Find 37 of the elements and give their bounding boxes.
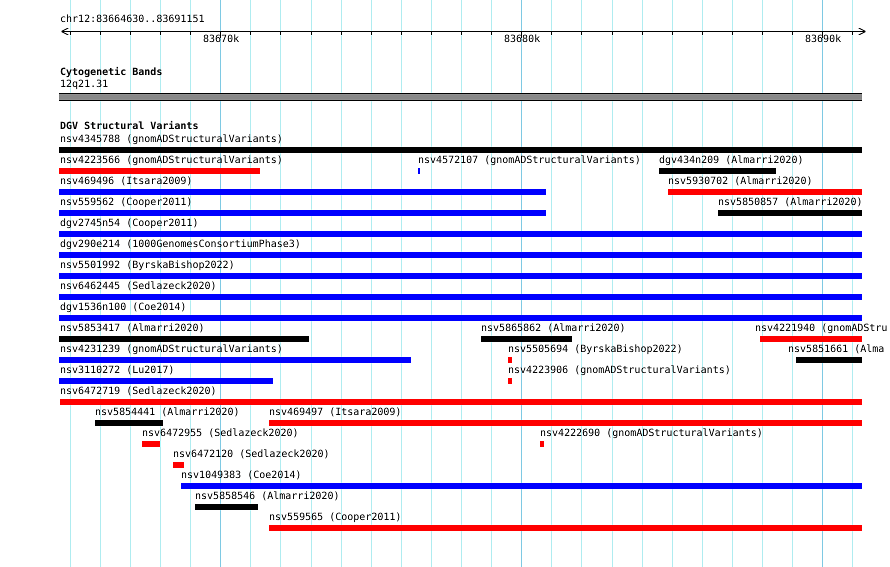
- variant-label: nsv4345788 (gnomADStructuralVariants): [60, 134, 283, 146]
- band-label: 12q21.31: [60, 79, 108, 91]
- location-label: chr12:83664630..83691151: [60, 14, 204, 26]
- variant-label: nsv4222690 (gnomADStructuralVariants): [540, 428, 763, 440]
- variant-label: nsv6472120 (Sedlazeck2020): [173, 449, 330, 461]
- variant-label: nsv6462445 (Sedlazeck2020): [60, 281, 217, 293]
- variant-label: nsv4572107 (gnomADStructuralVariants): [418, 155, 641, 167]
- variant-label: nsv4223906 (gnomADStructuralVariants): [508, 365, 731, 377]
- variant-label: nsv5930702 (Almarri2020): [668, 176, 812, 188]
- variant-label: nsv469497 (Itsara2009): [269, 407, 402, 419]
- variant-label: nsv5853417 (Almarri2020): [60, 323, 204, 335]
- tick-label: 83680k: [504, 34, 540, 46]
- variant-label: nsv5850857 (Almarri2020): [718, 197, 862, 209]
- variant-label: dgv290e214 (1000GenomesConsortiumPhase3): [60, 239, 301, 251]
- variant-label: nsv559565 (Cooper2011): [269, 512, 402, 524]
- variant-label: nsv1049383 (Coe2014): [181, 470, 302, 482]
- variant-label: dgv2745n54 (Cooper2011): [60, 218, 198, 230]
- variant-label: nsv6472719 (Sedlazeck2020): [60, 386, 217, 398]
- tick-label: 83690k: [805, 34, 842, 46]
- variant-label: nsv3110272 (Lu2017): [60, 365, 174, 377]
- variant-label: nsv5501992 (ByrskaBishop2022): [60, 260, 235, 272]
- variant-label: nsv5505694 (ByrskaBishop2022): [508, 344, 683, 356]
- variant-label: dgv434n209 (Almarri2020): [659, 155, 804, 167]
- track-title: DGV Structural Variants: [60, 121, 198, 133]
- tick-label: 83670k: [203, 34, 240, 46]
- variant-label: nsv559562 (Cooper2011): [60, 197, 192, 209]
- variant-label: nsv4223566 (gnomADStructuralVariants): [60, 155, 283, 167]
- variant-label: nsv5858546 (Almarri2020): [195, 491, 340, 503]
- variant-label: nsv469496 (Itsara2009): [60, 176, 192, 188]
- variant-label: nsv5851661 (Alma: [788, 344, 884, 356]
- variant-label: nsv4231239 (gnomADStructuralVariants): [60, 344, 283, 356]
- track-title: Cytogenetic Bands: [60, 67, 162, 79]
- variant-label: nsv6472955 (Sedlazeck2020): [142, 428, 299, 440]
- variant-label: nsv5865862 (Almarri2020): [481, 323, 626, 335]
- variant-label: nsv4221940 (gnomADStru: [755, 323, 888, 335]
- variant-label: dgv1536n100 (Coe2014): [60, 302, 186, 314]
- variant-label: nsv5854441 (Almarri2020): [95, 407, 240, 419]
